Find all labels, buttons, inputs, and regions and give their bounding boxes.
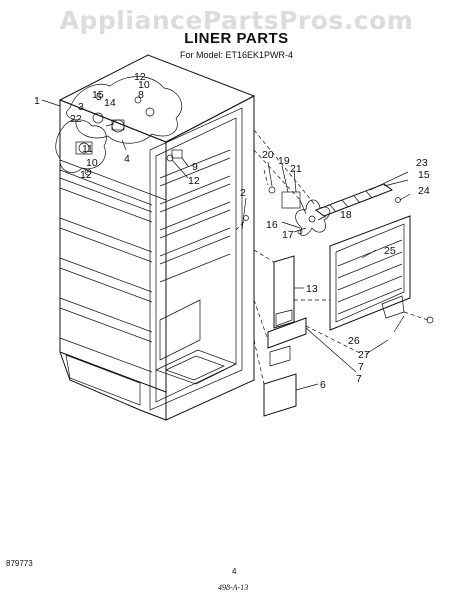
callout-8: 8: [138, 89, 144, 101]
callout-7b: 7: [356, 373, 362, 385]
callout-2: 2: [240, 187, 246, 199]
leader-lines: [41, 99, 411, 391]
callout-20: 20: [262, 149, 274, 161]
callout-21: 21: [290, 163, 302, 175]
small-panels: [263, 317, 307, 417]
watermark: AppliancePartsPros.com: [59, 6, 414, 35]
callout-10b: 10: [86, 157, 98, 169]
evaporator-cover: [329, 215, 411, 331]
callout-26: 26: [348, 335, 360, 347]
footer-part-number: 879773: [6, 559, 33, 568]
liner-cabinet: [58, 54, 256, 421]
screw-part: [426, 316, 434, 324]
screw-part: [243, 215, 249, 221]
callout-23: 23: [416, 157, 428, 169]
callout-18: 18: [340, 209, 352, 221]
model-label: For Model: ET16EK1PWR-4: [179, 50, 294, 60]
callout-labels: 1 2 3 4 5 6 7 7 8 9 10 10 11 12 12 12 13…: [34, 71, 430, 391]
callout-12a: 12: [134, 71, 146, 83]
footer-page-number: 4: [232, 567, 237, 576]
callout-24: 24: [418, 185, 430, 197]
callout-5: 5: [96, 91, 102, 103]
control-cluster: [55, 76, 183, 176]
callout-25: 25: [384, 245, 396, 257]
page-title: LINER PARTS: [184, 30, 289, 47]
callout-19: 19: [278, 155, 290, 167]
callout-11: 11: [82, 143, 93, 155]
callout-3: 3: [78, 101, 84, 113]
callout-15a: 15: [92, 89, 104, 101]
callout-4: 4: [124, 153, 130, 165]
light-socket: [171, 149, 183, 159]
heater-bar: [314, 183, 401, 217]
callout-6: 6: [320, 379, 326, 391]
callout-9: 9: [192, 161, 198, 173]
callout-7a: 7: [358, 361, 364, 373]
callout-22: 22: [70, 113, 82, 125]
callout-12b: 12: [80, 169, 92, 181]
callout-14: 14: [104, 97, 116, 109]
callout-27: 27: [358, 349, 370, 361]
footer-code: 498-A-13: [218, 583, 249, 592]
callout-13: 13: [306, 283, 318, 295]
callout-10a: 10: [138, 79, 150, 91]
callout-1: 1: [34, 95, 40, 107]
callout-15b: 15: [418, 169, 430, 181]
callout-17: 17: [282, 229, 294, 241]
callout-16: 16: [266, 219, 278, 231]
fan-motor-assembly: [268, 186, 331, 236]
callout-12c: 12: [188, 175, 200, 187]
air-duct-panel: [273, 255, 295, 329]
assembly-lines: [235, 129, 429, 385]
